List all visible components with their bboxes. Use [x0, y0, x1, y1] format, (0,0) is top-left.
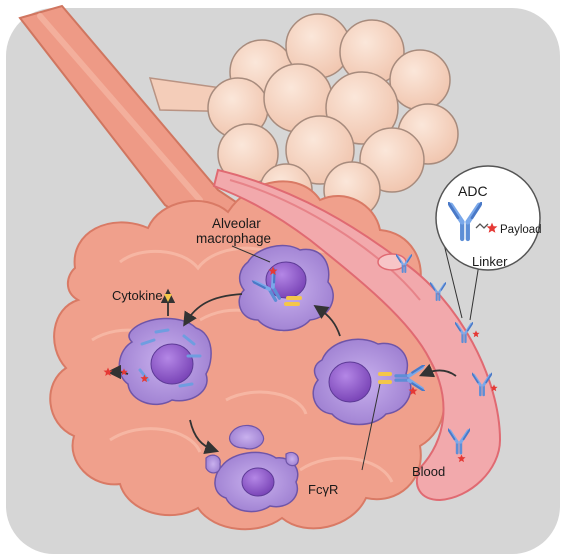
bronchiole	[18, 4, 251, 234]
alveolar-macrophage-label-line2: macrophage	[196, 231, 271, 246]
payload-label: Payload	[500, 224, 542, 236]
alveolar-macrophage-label-line1: Alveolar	[212, 216, 261, 231]
cytokine-icon	[164, 294, 172, 302]
adc-label: ADC	[458, 183, 488, 199]
macrophage-top	[238, 244, 334, 332]
macrophage-bottom	[205, 424, 299, 513]
blood-label: Blood	[412, 464, 445, 479]
macrophage-right	[312, 338, 425, 426]
cytokine-label: Cytokine	[112, 288, 163, 303]
adc-inset	[435, 165, 541, 271]
fcgr-label: FcγR	[308, 482, 338, 497]
linker-label: Linker	[472, 254, 508, 269]
macrophage-left	[118, 317, 212, 406]
process-arrows	[106, 288, 457, 454]
